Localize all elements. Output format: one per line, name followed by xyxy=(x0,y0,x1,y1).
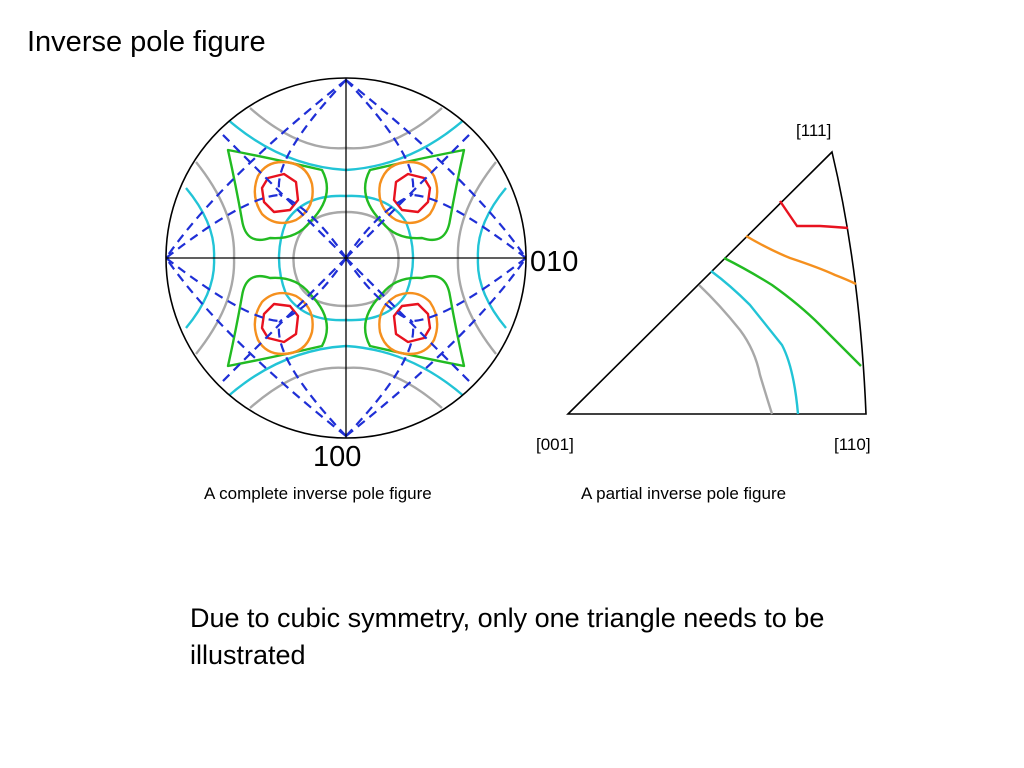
partial-orange-contour xyxy=(745,234,857,286)
complete-figure-outline xyxy=(165,77,527,439)
red-contour-lr xyxy=(392,302,432,344)
red-contour-ul xyxy=(260,172,300,214)
partial-green-contour xyxy=(723,256,862,367)
red-contour-ur xyxy=(392,172,432,214)
green-contour-ll xyxy=(226,274,329,368)
partial-figure-caption: A partial inverse pole figure xyxy=(581,484,786,503)
orange-contour-lr xyxy=(378,291,439,356)
partial-red-contour xyxy=(779,200,849,230)
label-001: [001] xyxy=(536,435,574,454)
orange-contour-ur xyxy=(378,160,439,225)
partial-inverse-pole-figure: [111] [001] [110] A partial inverse pole… xyxy=(536,121,871,503)
label-111: [111] xyxy=(796,121,831,140)
green-contour-ul xyxy=(226,148,329,242)
label-110: [110] xyxy=(834,435,871,454)
complete-inverse-pole-figure: 010 100 A complete inverse pole figure xyxy=(165,77,578,503)
complete-figure-symmetry-lines xyxy=(166,79,526,437)
green-contour-ur xyxy=(363,148,466,242)
partial-cyan-contour xyxy=(710,270,800,415)
slide-title: Inverse pole figure xyxy=(27,26,266,58)
complete-figure-caption: A complete inverse pole figure xyxy=(204,484,432,503)
stereographic-triangle xyxy=(566,150,867,415)
orange-contour-ll xyxy=(253,291,314,356)
label-100: 100 xyxy=(313,441,361,473)
symmetry-note: Due to cubic symmetry, only one triangle… xyxy=(190,603,825,670)
green-contour-lr xyxy=(363,274,466,368)
orange-contour-ul xyxy=(253,160,314,225)
red-contour-ll xyxy=(260,302,300,344)
partial-gray-contour xyxy=(698,284,774,415)
label-010: 010 xyxy=(530,246,578,278)
